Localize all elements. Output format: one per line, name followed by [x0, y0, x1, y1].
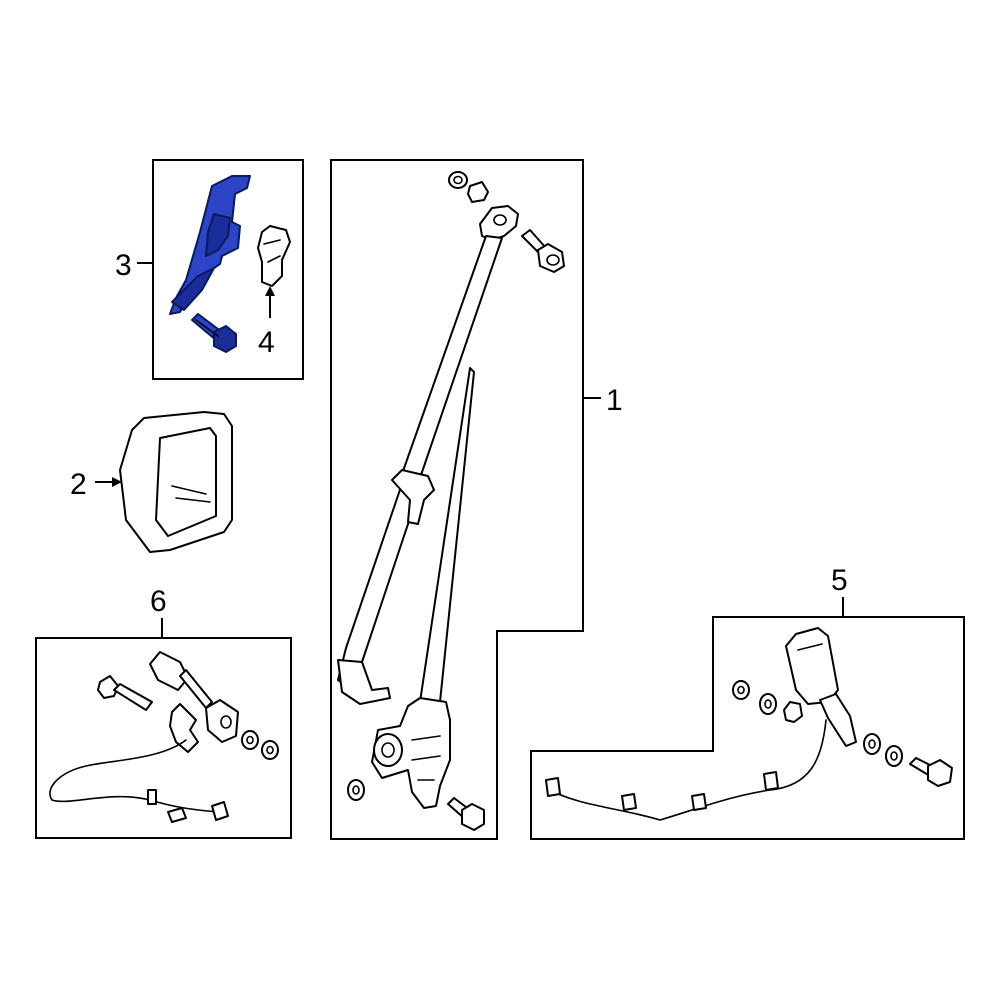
- part-1-lower-bolt: [447, 797, 485, 831]
- part-1-retractor-spool: [373, 733, 403, 767]
- part-1-washer-a: [448, 171, 468, 189]
- part-1-tongue: [391, 469, 435, 525]
- part-6-connector-b: [167, 807, 187, 823]
- part-5-buckle-head: [785, 627, 839, 705]
- part-5-washer-d-hole: [890, 751, 898, 761]
- part-group-3-4: 4 3: [115, 159, 304, 380]
- part-3-bolt-head: [213, 325, 237, 353]
- part-5-connector-a: [545, 777, 561, 797]
- part-2-trim-cover[interactable]: [119, 411, 233, 553]
- part-4-clip-detail: [263, 239, 281, 263]
- part-4-arrowhead: [265, 286, 275, 296]
- part-1-anchor-bolt: [521, 229, 565, 273]
- callout-4: 4: [258, 326, 275, 359]
- part-6-buckle-base: [205, 699, 239, 743]
- part-6-harness: [49, 739, 221, 813]
- part-5-harness: [549, 719, 827, 821]
- part-2-inner-lines: [171, 485, 211, 503]
- part-4-clip[interactable]: [257, 225, 291, 287]
- part-6-bracket: [169, 703, 199, 753]
- callout-6: 6: [150, 585, 167, 618]
- callout-3: 3: [115, 249, 132, 282]
- part-6-washer-b: [261, 740, 279, 760]
- part-group-1: 1: [330, 159, 623, 840]
- part-5-buckle[interactable]: [545, 627, 857, 821]
- part-5-washer-b: [759, 693, 777, 715]
- part-group-6: 6: [35, 585, 292, 839]
- callout-2: 2: [70, 468, 87, 501]
- part-5-washer-c: [863, 733, 881, 755]
- part-5-washer-b-hole: [764, 699, 772, 709]
- part-5-box: [530, 616, 965, 840]
- part-1-retractor-lines: [411, 735, 441, 781]
- part-3-bolt[interactable]: [191, 313, 237, 353]
- part-1-box: [330, 159, 584, 840]
- part-3-cover-flange: [171, 267, 215, 311]
- part-6-washer-a-hole: [246, 735, 254, 745]
- part-6-box: [35, 637, 292, 839]
- part-5-washer-c-hole: [868, 739, 876, 749]
- part-2-arrowhead: [112, 477, 122, 487]
- part-1-webbing-upper: [401, 235, 503, 479]
- part-5-washer-d: [885, 745, 903, 767]
- part-3-cover-ridge: [205, 213, 231, 257]
- part-1-lower-washer: [347, 779, 365, 801]
- part-6-buckle-base-hole: [220, 715, 232, 729]
- part-5-washer-a: [732, 680, 750, 700]
- part-6-bolt: [97, 675, 153, 711]
- part-2-inner: [155, 427, 217, 537]
- part-6-washer-b-hole: [266, 745, 274, 755]
- part-1-retractor-hub: [381, 742, 395, 758]
- part-5-buckle-slot: [797, 643, 823, 651]
- part-5-connector-b: [621, 793, 637, 811]
- part-1-lower-washer-hole: [352, 785, 360, 795]
- callout-1: 1: [606, 384, 623, 417]
- part-6-washer-a: [241, 730, 259, 750]
- part-5-connector-d: [763, 771, 779, 791]
- part-1-anchor-hole: [493, 214, 507, 226]
- part-1-lap-end: [337, 659, 391, 705]
- callout-5: 5: [831, 564, 848, 597]
- part-6-connector-a: [147, 789, 157, 805]
- part-6-buckle[interactable]: [49, 651, 239, 823]
- part-5-bolt: [909, 757, 953, 787]
- part-6-buckle-strap: [179, 669, 213, 709]
- part-1-spacer: [467, 181, 489, 203]
- part-4-clip-body: [257, 225, 291, 287]
- part-5-spacer: [783, 701, 803, 723]
- part-1-belt-assembly[interactable]: [337, 205, 519, 809]
- part-5-washer-a-hole: [737, 685, 745, 695]
- part-3-cover[interactable]: [169, 175, 251, 315]
- part-5-connector-c: [691, 793, 707, 811]
- part-1-upper-anchor: [479, 205, 519, 241]
- part-5-bracket: [819, 693, 857, 747]
- part-6-buckle-head: [149, 651, 189, 691]
- part-1-washer-a-hole: [453, 175, 463, 185]
- part-3-box: [152, 159, 304, 380]
- part-6-connector-c: [211, 801, 229, 821]
- part-group-5: 5: [530, 564, 965, 840]
